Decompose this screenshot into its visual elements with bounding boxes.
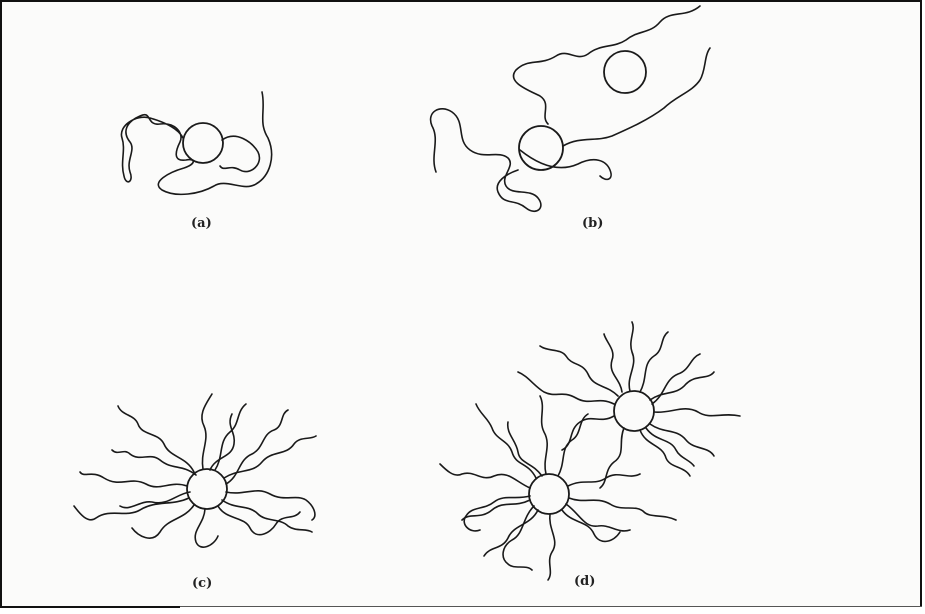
panel-d-chain (558, 414, 588, 476)
panel-d-drawing (440, 322, 740, 580)
panel-c-drawing (74, 394, 316, 547)
panel-label-d: (d) (574, 574, 595, 589)
panel-d-chain (562, 416, 614, 450)
panel-d-particle-bottom (529, 474, 569, 514)
panel-b-chain-right (563, 48, 710, 146)
panel-b-chain-lower (431, 109, 541, 211)
panel-d-chain (604, 334, 622, 392)
panel-a-chain-tail (220, 136, 259, 171)
panel-d-chain (629, 322, 634, 391)
panel-d-chain (476, 404, 536, 478)
panel-c-chain (112, 450, 196, 475)
panel-d-chain (646, 428, 694, 466)
panel-label-b: (b) (582, 216, 603, 231)
panel-c-chain (120, 492, 190, 508)
panel-c-chain (222, 500, 312, 532)
panel-label-c: (c) (192, 576, 212, 591)
panel-b-chain-loop (520, 150, 611, 179)
panel-c-chain (195, 509, 218, 547)
panel-a-drawing (121, 92, 271, 194)
panel-d-chain (508, 422, 542, 476)
panel-b-drawing (431, 6, 710, 211)
panel-b-particle-top (604, 51, 646, 93)
panel-c-chain (80, 472, 187, 487)
panel-d-chain (548, 514, 555, 580)
panel-a-chain (121, 92, 271, 194)
panel-c-chain (226, 491, 315, 520)
panel-c-chain (118, 406, 194, 472)
panel-a-particle (183, 123, 223, 163)
panel-c-particle (187, 469, 227, 509)
panel-d-chain (650, 424, 714, 456)
panel-c-chain (74, 498, 189, 520)
panel-c-chain (218, 506, 300, 535)
panel-d-chain (640, 332, 668, 392)
panel-label-a: (a) (191, 216, 212, 231)
panel-d-chain (654, 409, 740, 416)
panel-d-chain (540, 346, 618, 396)
panel-d-chain (440, 464, 530, 488)
panel-b-bridging-chain (513, 6, 700, 124)
panel-d-chain (569, 498, 676, 520)
panel-d-chain (540, 396, 547, 474)
panel-c-chain (210, 414, 234, 470)
panel-d-chain (484, 510, 538, 556)
panel-d-particle-top (614, 391, 654, 431)
panel-d-chain (518, 372, 614, 404)
panel-c-chain (202, 394, 212, 469)
